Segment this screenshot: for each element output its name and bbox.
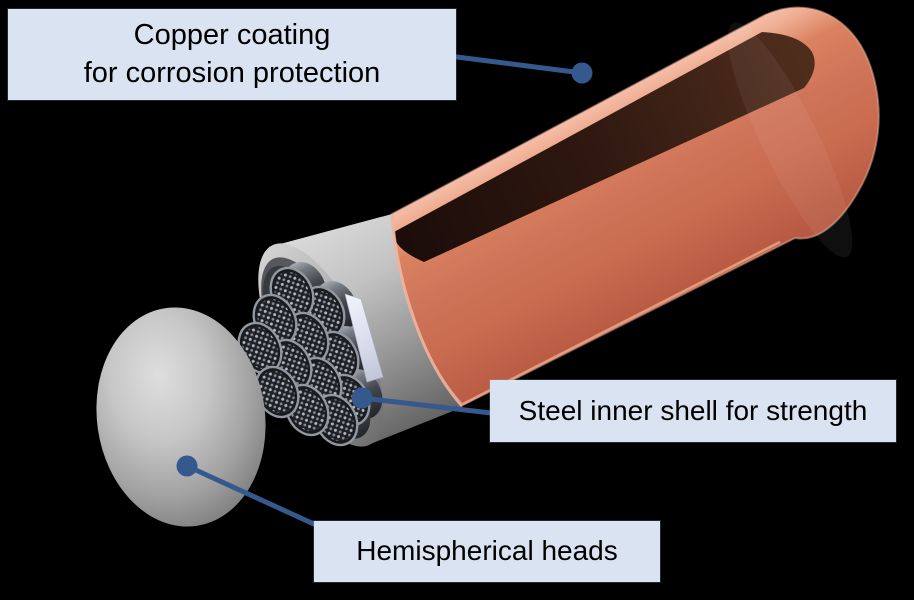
callout-copper-line1: Copper coating bbox=[133, 18, 331, 51]
callout-dot-heads bbox=[176, 455, 198, 477]
callout-hemispherical-heads: Hemispherical heads bbox=[314, 521, 660, 582]
callout-dot-copper bbox=[571, 62, 593, 84]
callout-steel-inner-shell: Steel inner shell for strength bbox=[490, 380, 896, 442]
callout-steel-line1: Steel inner shell for strength bbox=[518, 394, 868, 426]
callout-heads-line1: Hemispherical heads bbox=[356, 535, 618, 567]
copper-cut-edge-highlight bbox=[390, 214, 464, 408]
callout-dot-steel bbox=[351, 387, 373, 409]
callout-copper-coating: Copper coating for corrosion protection bbox=[8, 9, 456, 100]
copper-sheen-highlight bbox=[727, 22, 853, 258]
divider-plate bbox=[344, 293, 384, 383]
copper-dark-stripe bbox=[393, 32, 815, 262]
copper-coating-shell bbox=[390, 6, 880, 407]
callout-dots bbox=[176, 62, 593, 477]
callout-copper-line2: for corrosion protection bbox=[83, 56, 381, 89]
leader-line-steel bbox=[359, 395, 494, 416]
leader-line-heads bbox=[184, 463, 319, 528]
leader-line-copper bbox=[454, 54, 585, 76]
hemispherical-head bbox=[96, 307, 266, 527]
copper-bottom-edge-highlight bbox=[462, 240, 781, 406]
leader-lines bbox=[184, 54, 585, 528]
